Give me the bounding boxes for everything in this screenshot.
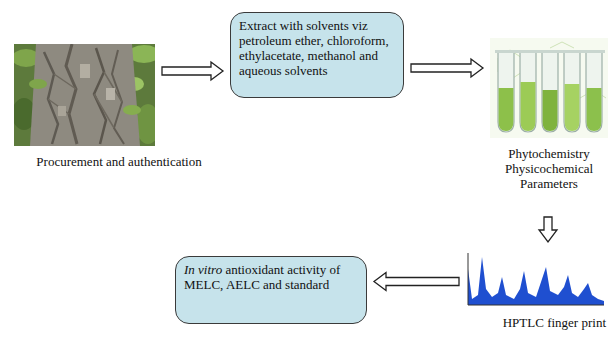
node-caption: Phytochemistry Physicochemical Parameter… bbox=[505, 146, 593, 191]
block-arrow bbox=[539, 217, 557, 242]
node-caption: HPTLC finger print bbox=[503, 315, 606, 330]
process-box: Extract with solvents viz petroleum ethe… bbox=[230, 12, 404, 98]
hptlc-chromatogram bbox=[466, 249, 606, 307]
caption: Procurement and authentication bbox=[14, 154, 224, 169]
picture-node: Phytochemistry Physicochemical Parameter… bbox=[490, 38, 608, 210]
block-arrow bbox=[411, 59, 483, 77]
box-text: In vitro antioxidant activity of MELC, A… bbox=[184, 262, 358, 292]
caption: Phytochemistry Physicochemical Parameter… bbox=[490, 146, 608, 191]
picture-node: Procurement and authentication bbox=[14, 44, 224, 174]
block-arrow bbox=[374, 273, 459, 291]
box-label: In vitro bbox=[184, 262, 222, 277]
process-box: In vitro antioxidant activity of MELC, A… bbox=[175, 256, 367, 324]
picture-node: HPTLC finger print bbox=[466, 249, 606, 335]
tree-bark-photo bbox=[14, 44, 155, 146]
node-caption: Procurement and authentication bbox=[36, 154, 201, 169]
caption: HPTLC finger print bbox=[466, 315, 606, 330]
box-text: Extract with solvents viz petroleum ethe… bbox=[239, 18, 395, 78]
block-arrow bbox=[162, 62, 223, 80]
test-tubes-picture bbox=[490, 38, 608, 138]
box-label: Extract with solvents viz petroleum ethe… bbox=[239, 18, 389, 78]
